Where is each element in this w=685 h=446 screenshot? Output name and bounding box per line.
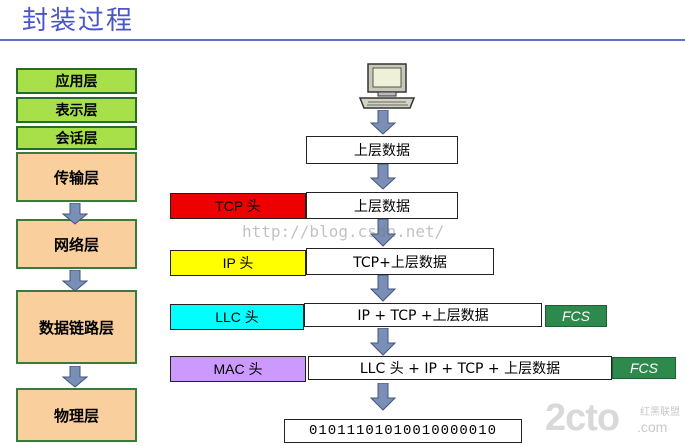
upper-data-box: 上层数据: [306, 136, 458, 164]
llc-payload-box: IP + TCP +上层数据: [304, 303, 542, 327]
layer-transport: 传输层: [16, 152, 137, 202]
bitstream-box: 01011101010010000010: [284, 419, 522, 443]
tcp-header-box: TCP 头: [170, 193, 306, 219]
site-logo: 2cto 红黑联盟 .com: [545, 397, 685, 443]
watermark: http://blog.csdn.net/: [242, 222, 445, 241]
mac-header-box: MAC 头: [170, 356, 306, 382]
down-arrow-icon: [370, 275, 396, 302]
layer-application: 应用层: [16, 68, 137, 94]
ip-header-box: IP 头: [170, 250, 306, 276]
down-arrow-icon: [370, 110, 396, 135]
tcp-payload-box: 上层数据: [306, 192, 458, 219]
page-title: 封装过程: [22, 6, 135, 36]
logo-tagline: 红黑联盟: [640, 407, 680, 418]
down-arrow-icon: [370, 219, 396, 247]
layer-network: 网络层: [16, 219, 137, 269]
computer-icon: [358, 62, 418, 110]
mac-payload-box: LLC 头 + IP + TCP + 上层数据: [308, 356, 612, 380]
ip-payload-box: TCP+上层数据: [306, 248, 494, 275]
llc-fcs-box: FCS: [545, 305, 607, 327]
logo-main-text: 2cto: [545, 397, 620, 439]
layer-physical: 物理层: [16, 388, 137, 442]
llc-header-box: LLC 头: [170, 304, 304, 330]
mac-fcs-box: FCS: [612, 357, 676, 379]
layer-datalink: 数据链路层: [16, 290, 137, 364]
layer-session: 会话层: [16, 126, 137, 150]
down-arrow-icon: [62, 366, 88, 388]
down-arrow-icon: [370, 164, 396, 190]
down-arrow-icon: [62, 203, 88, 225]
down-arrow-icon: [62, 270, 88, 292]
down-arrow-icon: [370, 383, 396, 411]
logo-domain: .com: [637, 419, 668, 435]
title-underline: [0, 39, 685, 41]
layer-presentation: 表示层: [16, 97, 137, 123]
down-arrow-icon: [370, 328, 396, 356]
